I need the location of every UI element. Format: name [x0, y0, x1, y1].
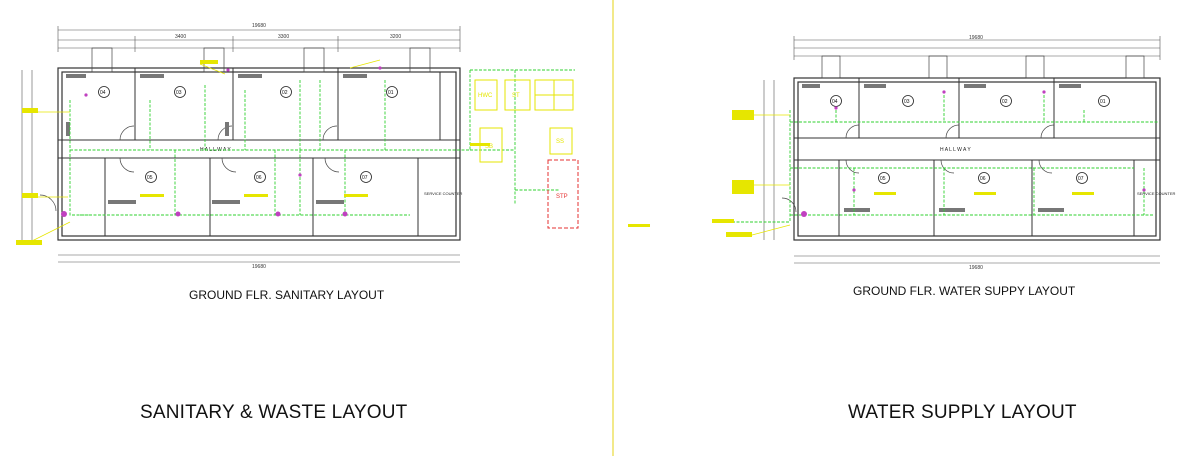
water-layout-subtitle: GROUND FLR. WATER SUPPY LAYOUT	[853, 284, 1076, 298]
water-supply-plan-drawing: 19680 19680	[628, 35, 1175, 271]
dim-bay-3: 3200	[390, 34, 401, 40]
room-01-label: 01	[1100, 99, 1106, 105]
equipment-st: ST	[512, 93, 520, 99]
room-03-label: 03	[176, 90, 182, 96]
room-02-label: 02	[1002, 99, 1008, 105]
panel-divider	[612, 0, 614, 456]
room-07-label: 07	[1078, 176, 1084, 182]
dim-bay-1: 3400	[175, 34, 186, 40]
service-counter-label: SERVICE COUNTER	[1137, 191, 1175, 196]
equipment-stp: STP	[556, 194, 568, 200]
water-supply-panel: 19680 19680	[614, 0, 1200, 456]
room-06-label: 06	[980, 176, 986, 182]
room-01-label: 01	[388, 90, 394, 96]
room-04-label: 04	[100, 90, 106, 96]
equipment-hwc: HWC	[478, 93, 493, 99]
equipment-ss: SS	[556, 139, 564, 145]
dim-bay-2: 3300	[278, 34, 289, 40]
room-07-label: 07	[362, 175, 368, 181]
room-05-label: 05	[880, 176, 886, 182]
sanitary-plan-drawing: 19680 3400 3300 3200 19680	[16, 23, 579, 270]
room-02-label: 02	[282, 90, 288, 96]
room-06-label: 06	[256, 175, 262, 181]
corridor-label: H A L L W A Y	[940, 147, 971, 153]
dim-overall-top: 19680	[252, 23, 266, 29]
equipment-sb: SB	[485, 144, 493, 150]
sanitary-layout-title: SANITARY & WASTE LAYOUT	[140, 402, 408, 423]
dim-overall-top: 19680	[969, 35, 983, 41]
service-counter-label: SERVICE COUNTER	[424, 191, 462, 196]
dim-overall-bottom: 19680	[252, 264, 266, 270]
water-layout-title: WATER SUPPLY LAYOUT	[848, 402, 1077, 423]
room-04-label: 04	[832, 99, 838, 105]
sanitary-layout-subtitle: GROUND FLR. SANITARY LAYOUT	[189, 288, 385, 302]
dim-overall-bottom: 19680	[969, 265, 983, 271]
sanitary-panel: 19680 3400 3300 3200 19680	[16, 23, 579, 423]
room-05-label: 05	[147, 175, 153, 181]
room-03-label: 03	[904, 99, 910, 105]
